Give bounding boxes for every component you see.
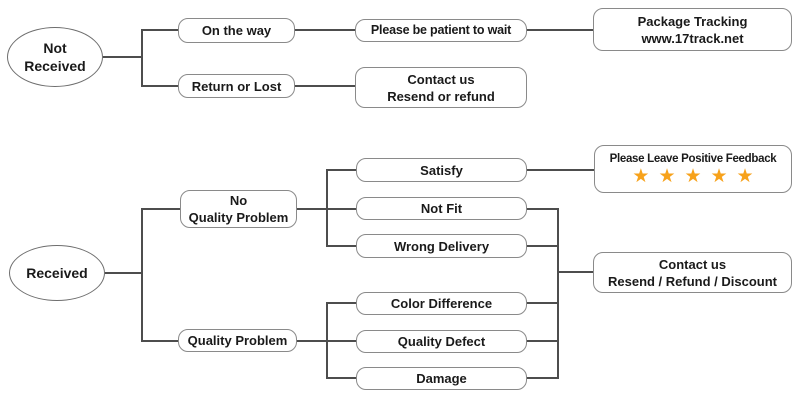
edge-wrongdelivery-to-collector xyxy=(527,245,558,247)
wrong-delivery-label: Wrong Delivery xyxy=(393,238,490,254)
not-received-line1: Not xyxy=(43,40,67,56)
edge-qualitydefect-to-collector xyxy=(527,340,558,342)
node-no-quality-problem: No Quality Problem xyxy=(180,190,297,228)
please-be-patient-label: Please be patient to wait xyxy=(370,23,512,37)
edge-branch-to-noquality xyxy=(141,208,181,210)
contact2-line2: Resend / Refund / Discount xyxy=(607,273,777,289)
node-color-difference: Color Difference xyxy=(356,292,527,315)
edge-colordiff-to-collector xyxy=(527,302,558,304)
edge-satisfy-to-feedback xyxy=(527,169,594,171)
edge-quality-split-vertical xyxy=(326,302,328,379)
edge-split-to-wrongdelivery xyxy=(326,245,356,247)
node-satisfy: Satisfy xyxy=(356,158,527,182)
node-positive-feedback: Please Leave Positive Feedback ★★★★★ xyxy=(594,145,792,193)
quality-problem-label: Quality Problem xyxy=(187,333,288,348)
not-fit-label: Not Fit xyxy=(420,201,463,216)
node-quality-problem: Quality Problem xyxy=(178,329,297,352)
edge-branch-to-returnlost xyxy=(141,85,179,87)
received-label: Received xyxy=(26,265,88,281)
node-please-be-patient: Please be patient to wait xyxy=(355,19,527,42)
contact1-line2: Resend or refund xyxy=(387,88,495,104)
edge-bottom-branch-vertical xyxy=(141,208,143,342)
color-difference-label: Color Difference xyxy=(390,296,493,311)
node-contact-resend-refund: Contact us Resend or refund xyxy=(355,67,527,108)
quality-defect-label: Quality Defect xyxy=(397,334,486,349)
node-return-or-lost: Return or Lost xyxy=(178,74,295,98)
feedback-title: Please Leave Positive Feedback xyxy=(609,152,777,165)
edge-received-to-branch xyxy=(105,272,142,274)
package-tracking-url: www.17track.net xyxy=(641,30,744,46)
node-damage: Damage xyxy=(356,367,527,390)
contact2-line1: Contact us xyxy=(658,256,727,272)
node-quality-defect: Quality Defect xyxy=(356,330,527,353)
edge-notfit-to-collector xyxy=(527,208,558,210)
edge-branch-to-quality xyxy=(141,340,179,342)
edge-top-branch-vertical xyxy=(141,29,143,87)
start-node-received: Received xyxy=(9,245,105,301)
node-on-the-way: On the way xyxy=(178,18,295,43)
edge-damage-to-collector xyxy=(527,377,558,379)
package-tracking-line1: Package Tracking xyxy=(637,13,748,29)
node-wrong-delivery: Wrong Delivery xyxy=(356,234,527,258)
node-not-fit: Not Fit xyxy=(356,197,527,220)
edge-branch-to-ontheway xyxy=(141,29,179,31)
edge-split-to-damage xyxy=(326,377,356,379)
edge-split-to-satisfy xyxy=(326,169,356,171)
start-node-not-received: Not Received xyxy=(7,27,103,87)
edge-returnlost-to-contact xyxy=(295,85,355,87)
return-or-lost-label: Return or Lost xyxy=(191,78,282,94)
satisfy-label: Satisfy xyxy=(420,162,463,178)
no-quality-line2: Quality Problem xyxy=(188,210,289,225)
node-contact-resend-refund-discount: Contact us Resend / Refund / Discount xyxy=(593,252,792,293)
edge-collector-vertical xyxy=(557,208,559,379)
no-quality-line1: No xyxy=(229,193,248,208)
node-package-tracking: Package Tracking www.17track.net xyxy=(593,8,792,51)
damage-label: Damage xyxy=(416,371,467,386)
contact1-line1: Contact us xyxy=(407,71,475,87)
on-the-way-label: On the way xyxy=(201,23,272,38)
five-star-rating-icon: ★★★★★ xyxy=(632,165,763,187)
edge-patient-to-tracking xyxy=(527,29,593,31)
edge-notreceived-to-branch xyxy=(103,56,143,58)
edge-noquality-split-vertical xyxy=(326,169,328,247)
edge-split-to-colordiff xyxy=(326,302,356,304)
not-received-line2: Received xyxy=(24,58,86,74)
edge-ontheway-to-patient xyxy=(295,29,355,31)
edge-collector-to-contact2 xyxy=(557,271,593,273)
